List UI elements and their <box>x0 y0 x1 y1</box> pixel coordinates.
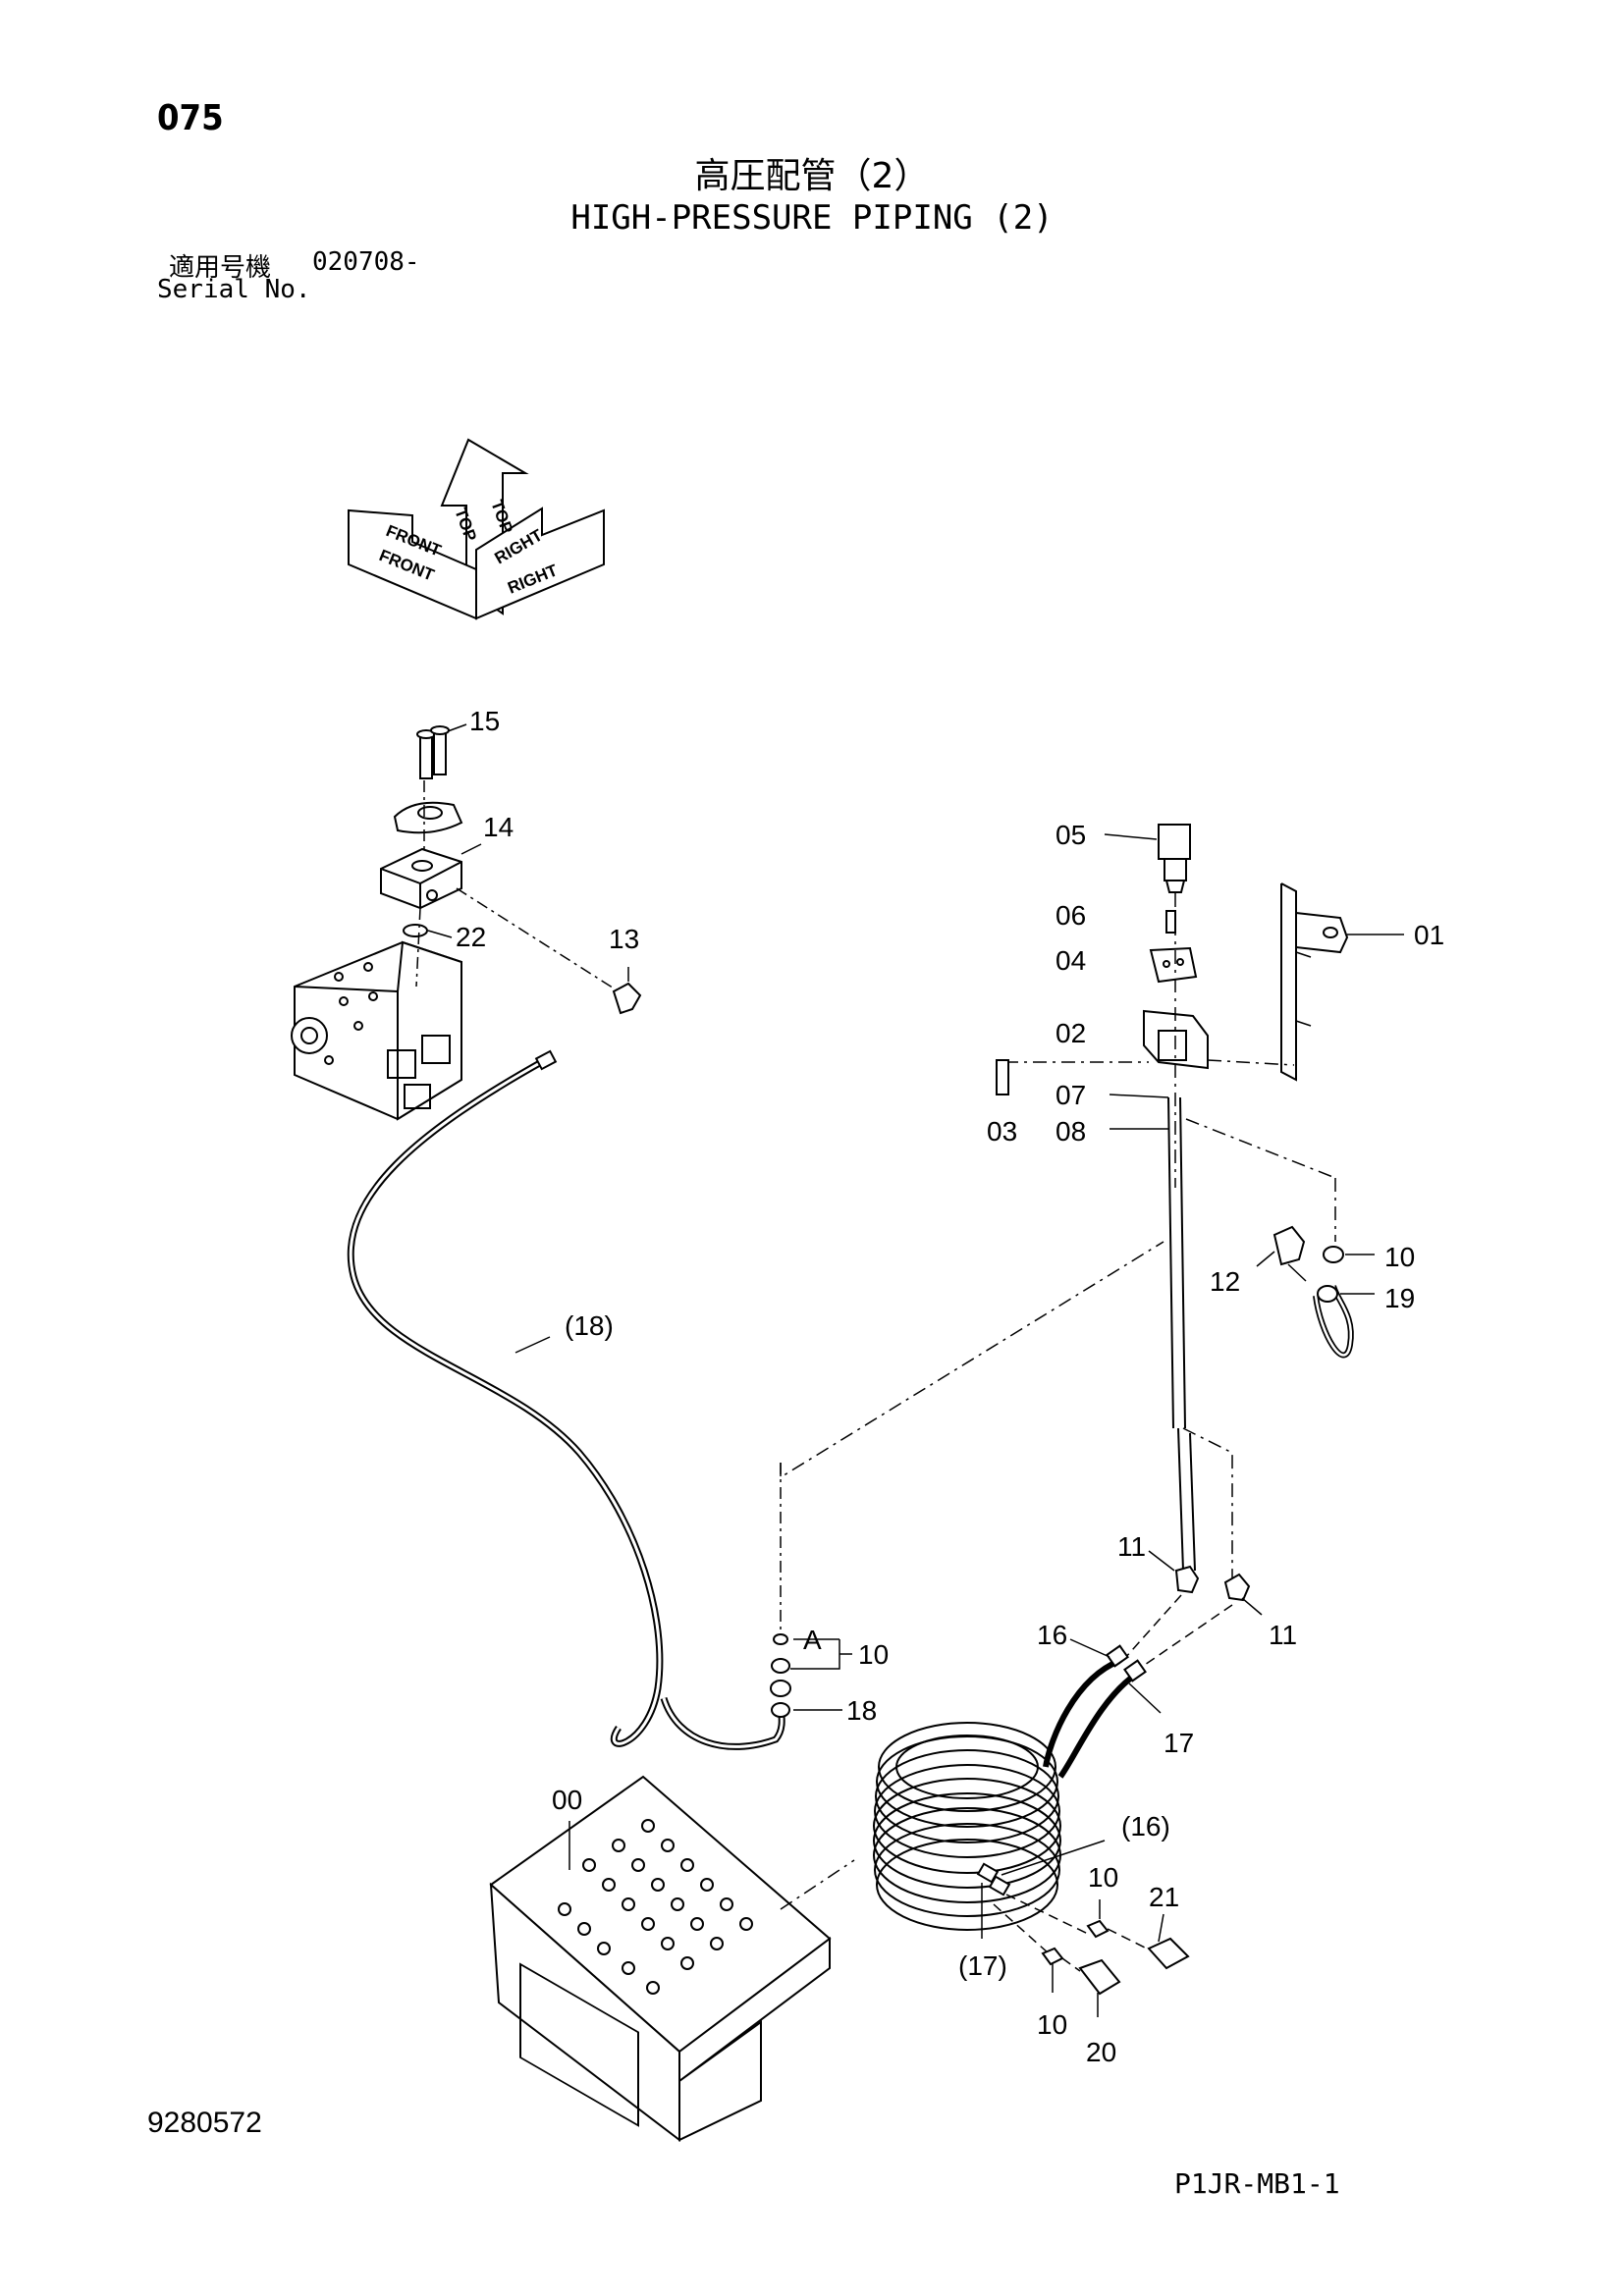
steel-pipes <box>1167 1096 1196 1572</box>
serial-label-english: Serial No. <box>157 275 311 304</box>
pressure-switch-05 <box>1104 824 1191 893</box>
callout-11-right: 11 <box>1269 1620 1297 1650</box>
page-number: 075 <box>157 98 224 138</box>
fitting-assembly-a <box>770 1463 852 1718</box>
callout-18: 18 <box>846 1695 877 1726</box>
callout-02: 02 <box>1056 1018 1086 1048</box>
elbow-fitting-12 <box>1256 1225 1307 1282</box>
hose-19 <box>1313 1285 1375 1359</box>
model-code: P1JR-MB1-1 <box>1174 2167 1340 2200</box>
callout-14: 14 <box>483 812 514 842</box>
callout-17: 17 <box>1164 1728 1194 1758</box>
callout-08: 08 <box>1056 1116 1086 1147</box>
serial-label-japanese: 適用号機 <box>169 253 272 283</box>
callout-10-lower-left: 10 <box>1037 2009 1067 2040</box>
control-valve <box>291 940 462 1121</box>
orientation-indicator: TOP TOP FRONT FRONT RIGHT RIGHT <box>348 438 605 620</box>
fitting-11-right <box>1223 1573 1263 1616</box>
callout-04: 04 <box>1056 945 1086 976</box>
high-pressure-hose-18 <box>347 1049 785 1750</box>
pressure-sensor-21 <box>1107 1913 1190 1970</box>
title-english: HIGH-PRESSURE PIPING (2) <box>570 198 1054 238</box>
drawing-number: 9280572 <box>147 2107 262 2139</box>
adapter-10-upper <box>1323 1246 1375 1263</box>
pressure-sensor-20 <box>1061 1957 1121 2017</box>
callout-16: 16 <box>1037 1620 1067 1650</box>
callout-21: 21 <box>1149 1882 1179 1912</box>
bolt-set-15 <box>416 723 467 779</box>
callout-18-parenthetical: (18) <box>565 1310 614 1341</box>
callout-17-parenthetical: (17) <box>958 1950 1007 1981</box>
adapter-10-lower-right <box>1086 1899 1110 1939</box>
callout-10-a: 10 <box>858 1639 889 1670</box>
split-flange-clamp <box>393 801 463 834</box>
bracket-02 <box>1143 1009 1295 1070</box>
callout-07: 07 <box>1056 1080 1086 1110</box>
callout-03: 03 <box>987 1116 1017 1147</box>
callout-01: 01 <box>1414 920 1444 950</box>
fitting-11-left <box>1148 1550 1200 1594</box>
title-japanese: 高圧配管（2） <box>694 156 930 196</box>
mounting-bracket-00 <box>489 1775 832 2143</box>
orientation-right-arrow <box>475 507 605 620</box>
callout-05: 05 <box>1056 820 1086 850</box>
callout-12: 12 <box>1210 1266 1240 1297</box>
bolt-03 <box>996 1059 1149 1095</box>
callout-00: 00 <box>552 1785 582 1815</box>
flange-block-14 <box>380 843 482 910</box>
callout-13: 13 <box>609 924 639 954</box>
callout-19: 19 <box>1384 1283 1415 1313</box>
plate-04 <box>1149 946 1198 984</box>
callout-06: 06 <box>1056 900 1086 931</box>
callout-10-lower-right: 10 <box>1088 1862 1118 1893</box>
o-ring-22 <box>403 924 453 938</box>
callout-a: A <box>803 1625 822 1655</box>
callout-22: 22 <box>456 922 486 952</box>
callout-11-left: 11 <box>1117 1531 1146 1562</box>
serial-number-value: 020708- <box>312 247 420 277</box>
elbow-fitting-13 <box>612 967 642 1015</box>
callout-16-parenthetical: (16) <box>1121 1811 1170 1842</box>
adapter-10-lower-left <box>1041 1947 1064 1993</box>
callout-15: 15 <box>469 706 500 736</box>
bracket-01 <box>1280 882 1404 1082</box>
stud-06 <box>1165 910 1176 934</box>
hose-coil <box>873 1594 1233 1954</box>
callout-20: 20 <box>1086 2037 1116 2067</box>
callout-10-upper: 10 <box>1384 1242 1415 1272</box>
